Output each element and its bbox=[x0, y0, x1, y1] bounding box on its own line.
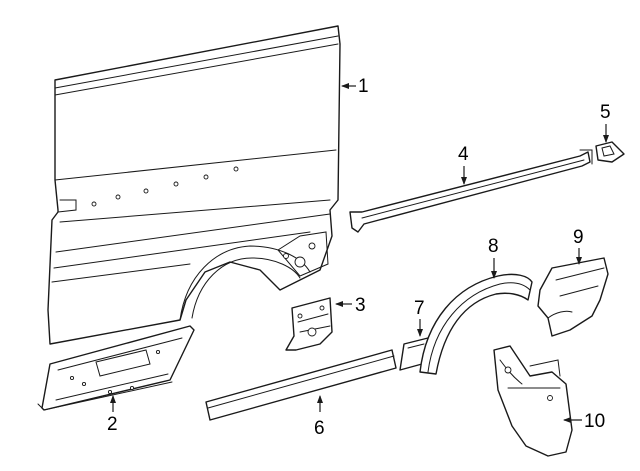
callout-2: 2 bbox=[107, 414, 118, 435]
part-9-rear-corner bbox=[537, 257, 609, 337]
callout-7: 7 bbox=[414, 298, 425, 319]
part-10-mud-flap bbox=[493, 345, 573, 457]
callout-4: 4 bbox=[458, 144, 469, 165]
callout-3: 3 bbox=[355, 295, 366, 316]
callout-8: 8 bbox=[488, 236, 499, 257]
part-1-side-panel bbox=[47, 25, 341, 345]
callout-9: 9 bbox=[573, 227, 584, 248]
callout-1: 1 bbox=[358, 76, 369, 97]
part-3-bracket bbox=[285, 297, 333, 351]
part-8-wheel-flare bbox=[419, 273, 533, 375]
part-6-lower-molding bbox=[205, 349, 397, 421]
part-4-rail bbox=[349, 149, 593, 233]
callout-6: 6 bbox=[314, 418, 325, 439]
part-5-clip bbox=[595, 141, 625, 163]
part-2-rocker-molding bbox=[37, 325, 195, 411]
callout-10: 10 bbox=[584, 411, 605, 432]
callout-5: 5 bbox=[600, 102, 611, 123]
